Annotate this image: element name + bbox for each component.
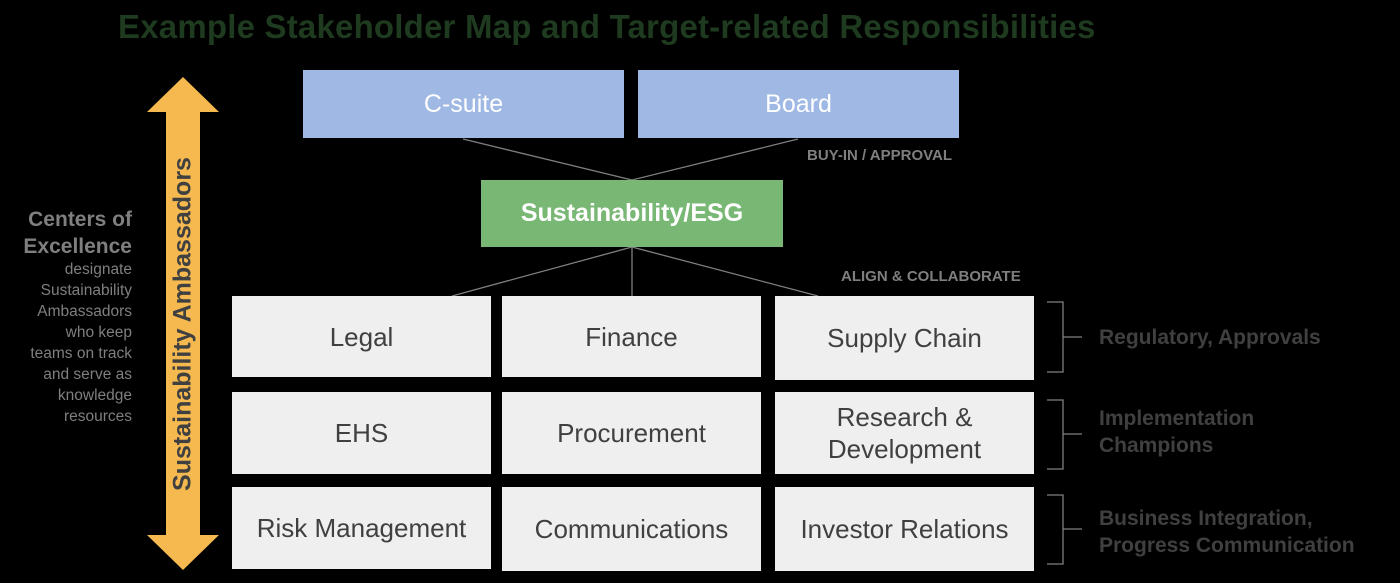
coe-desc-line: resources	[63, 408, 132, 425]
bracket-row3	[1047, 494, 1064, 565]
buyin-label: BUY-IN / APPROVAL	[807, 147, 953, 164]
responsibility-line: Champions	[1099, 434, 1214, 457]
dept-investor-relations: Investor Relations	[775, 487, 1034, 571]
coe-desc-line: designate	[64, 261, 132, 278]
responsibility-line: Business Integration,	[1099, 507, 1313, 530]
bracket-row2	[1047, 399, 1064, 470]
dept-finance: Finance	[502, 296, 761, 377]
bracket-row1	[1047, 301, 1064, 373]
connector-csuite-esg	[462, 138, 633, 181]
responsibility-row3: Business Integration, Progress Communica…	[1099, 505, 1355, 559]
coe-desc-line: knowledge	[57, 387, 132, 404]
coe-title-line: Centers of	[28, 208, 132, 231]
coe-desc-line: teams on track	[30, 345, 132, 362]
coe-desc-line: who keep	[65, 324, 132, 341]
responsibility-line: Implementation	[1099, 407, 1255, 430]
dept-supply-chain: Supply Chain	[775, 296, 1034, 380]
responsibility-line: Progress Communication	[1099, 534, 1355, 557]
coe-desc-line: and serve as	[43, 366, 132, 383]
csuite-box: C-suite	[303, 70, 624, 138]
connector-board-esg	[631, 138, 799, 181]
coe-desc-line: Sustainability	[40, 282, 132, 299]
dept-research-development: Research & Development	[775, 392, 1034, 474]
responsibility-row1: Regulatory, Approvals	[1099, 324, 1321, 351]
centers-of-excellence-title: Centers of Excellence	[23, 206, 132, 260]
dept-risk-management: Risk Management	[232, 487, 491, 569]
connector-esg-legal	[451, 246, 633, 297]
double-arrow	[147, 77, 219, 570]
centers-of-excellence-description: designate Sustainability Ambassadors who…	[30, 259, 132, 427]
align-label: ALIGN & COLLABORATE	[841, 268, 1021, 285]
dept-ehs: EHS	[232, 392, 491, 474]
responsibility-line: Regulatory, Approvals	[1099, 326, 1321, 349]
sustainability-ambassadors-label: Sustainability Ambassadors	[168, 157, 197, 491]
responsibility-row2: Implementation Champions	[1099, 405, 1254, 459]
coe-title-line: Excellence	[23, 235, 132, 258]
dept-procurement: Procurement	[502, 392, 761, 474]
dept-communications: Communications	[502, 487, 761, 571]
connector-esg-supplychain	[631, 246, 819, 297]
page-title: Example Stakeholder Map and Target-relat…	[118, 8, 1096, 45]
coe-desc-line: Ambassadors	[37, 303, 132, 320]
dept-legal: Legal	[232, 296, 491, 377]
sustainability-esg-box: Sustainability/ESG	[481, 180, 783, 247]
board-box: Board	[638, 70, 959, 138]
